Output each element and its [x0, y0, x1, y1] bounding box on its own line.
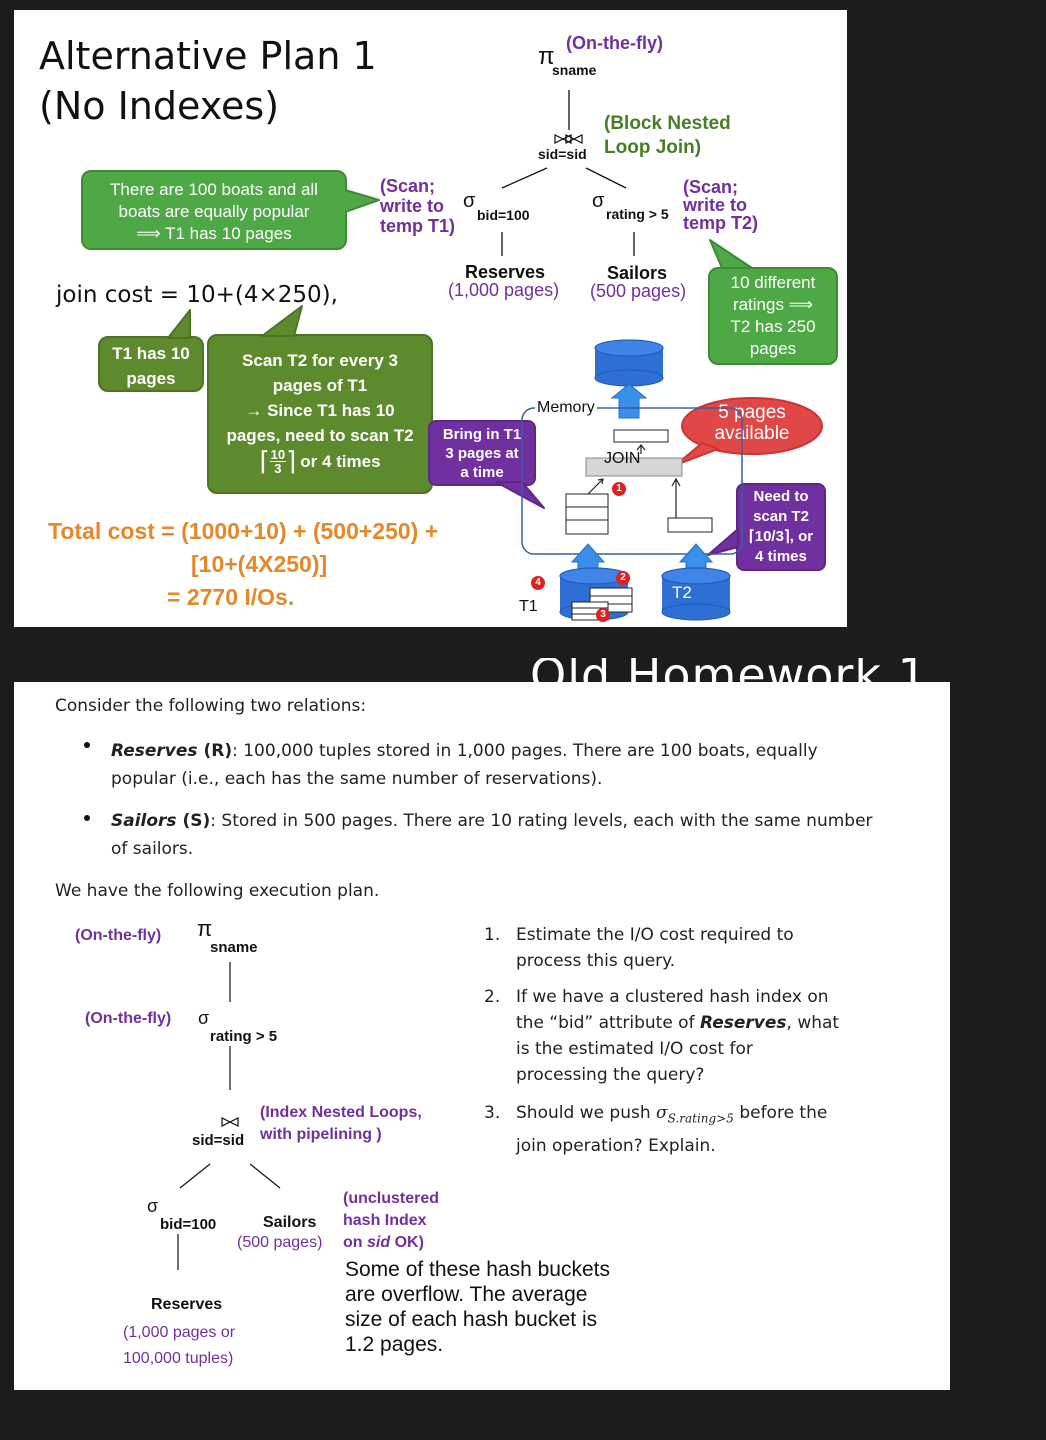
question-2: 2. If we have a clustered hash index on …	[484, 987, 840, 1085]
scan-t2-callout: Scan T2 for every 3 pages of T1 → Since …	[207, 334, 433, 494]
doc-heading: Old Homework 1	[530, 658, 928, 682]
step-3-badge: 3	[596, 608, 610, 622]
need-scan-callout: Need to scan T2 ⌈10/3⌉, or 4 times	[736, 483, 826, 571]
memory-diagram	[521, 339, 743, 621]
doc-sel-label: (On-the-fly)	[85, 1010, 172, 1027]
doc-reserves-info: (1,000 pages or 100,000 tuples)	[123, 1324, 236, 1367]
t1-pages-pointer	[167, 309, 191, 339]
bullet-sailors: Sailors (S): Stored in 500 pages. There …	[111, 811, 873, 859]
step-2-badge: 2	[616, 571, 630, 585]
frac-num: 10	[269, 447, 287, 462]
project-label: (On-the-fly)	[566, 33, 663, 53]
doc-index-label: (unclustered hash Index on sid OK)	[343, 1190, 440, 1251]
bring-t1-pointer	[495, 481, 545, 509]
join-cost: join cost = 10+(4×250),	[56, 282, 338, 308]
join-box-label: JOIN	[604, 450, 641, 467]
doc-proj-sub: sname	[210, 939, 258, 956]
question-3: 3. Should we push σS.rating>5 before the…	[484, 1103, 828, 1157]
doc-join-sub: sid=sid	[192, 1132, 245, 1149]
doc-pi-icon: π	[197, 916, 213, 941]
sigma-right-icon: σ	[592, 190, 605, 212]
bullet-icon	[84, 742, 90, 748]
doc-intro: Consider the following two relations:	[55, 696, 367, 716]
doc-sigma2-icon: σ	[147, 1196, 159, 1216]
doc-proj-label: (On-the-fly)	[75, 927, 162, 944]
pi-icon: π	[538, 43, 555, 70]
scan-right: (Scan; write to temp T2)	[683, 177, 759, 233]
ratings-pointer	[709, 239, 753, 269]
pages-available-text: 5 pages available	[714, 402, 790, 444]
slide-title-line2: (No Indexes)	[39, 84, 280, 128]
reserves-pages: (1,000 pages)	[448, 280, 560, 300]
doc-sigma-icon: σ	[198, 1008, 210, 1028]
sigma-formula: σS.rating>5	[656, 1103, 734, 1126]
total-cost-result: = 2770 I/Os.	[167, 584, 295, 610]
doc-sel2-sub: bid=100	[160, 1216, 217, 1233]
reserves-leaf: Reserves	[465, 262, 546, 282]
boats-callout: There are 100 boats and all boats are eq…	[81, 170, 347, 250]
sailors-leaf: Sailors	[607, 263, 668, 283]
ratings-callout: 10 different ratings ⟹ T2 has 250 pages	[708, 267, 838, 365]
slide: Alternative Plan 1 (No Indexes) π (On-th…	[14, 10, 847, 627]
doc-tree-lines	[177, 962, 281, 1270]
doc-heading-clip: Old Homework 1	[520, 658, 950, 682]
boats-callout-pointer	[345, 189, 380, 213]
join-label-2: Loop Join)	[604, 137, 702, 158]
sailors-pages: (500 pages)	[590, 281, 687, 301]
doc-sailors: Sailors	[263, 1214, 317, 1231]
t2-disk-label: T2	[672, 583, 692, 602]
scan-left: (Scan; write to temp T1)	[380, 176, 456, 236]
step-1-badge: 1	[612, 482, 626, 496]
pages-available-bubble	[675, 397, 823, 466]
sel-right-sub: rating > 5	[606, 206, 669, 222]
question-1: 1. Estimate the I/O cost required to pro…	[484, 925, 794, 971]
step-4-badge: 4	[531, 576, 545, 590]
sel-left-sub: bid=100	[477, 207, 530, 223]
t1-disk-label: T1	[519, 598, 538, 615]
memory-label: Memory	[535, 399, 597, 417]
join-label-1: (Block Nested	[604, 113, 731, 134]
sigma-left-icon: σ	[463, 190, 476, 212]
bullet-icon	[84, 815, 90, 821]
t1-pages-callout: T1 has 10 pages	[98, 336, 204, 392]
bullet-reserves: Reserves (R): 100,000 tuples stored in 1…	[111, 741, 818, 789]
scan-t2-pointer	[261, 305, 303, 337]
doc-sailors-pages: (500 pages)	[237, 1234, 323, 1251]
homework-document: Consider the following two relations: Re…	[14, 682, 950, 1390]
project-sub: sname	[552, 62, 597, 78]
doc-reserves: Reserves	[151, 1296, 223, 1313]
plan-tree-lines	[501, 90, 635, 256]
plan-intro: We have the following execution plan.	[55, 881, 380, 901]
doc-join-label: (Index Nested Loops, with pipelining )	[260, 1104, 422, 1143]
bring-t1-callout: Bring in T1 3 pages at a time	[428, 420, 536, 486]
hash-bucket-note: Some of these hash buckets are overflow.…	[345, 1258, 610, 1356]
need-scan-pointer	[707, 528, 739, 556]
join-sub: sid=sid	[538, 146, 587, 162]
total-cost: Total cost = (1000+10) + (500+250) + [10…	[48, 515, 438, 614]
slide-title-line1: Alternative Plan 1	[39, 34, 377, 78]
frac-den: 3	[274, 461, 282, 476]
doc-sel-sub: rating > 5	[210, 1028, 278, 1045]
